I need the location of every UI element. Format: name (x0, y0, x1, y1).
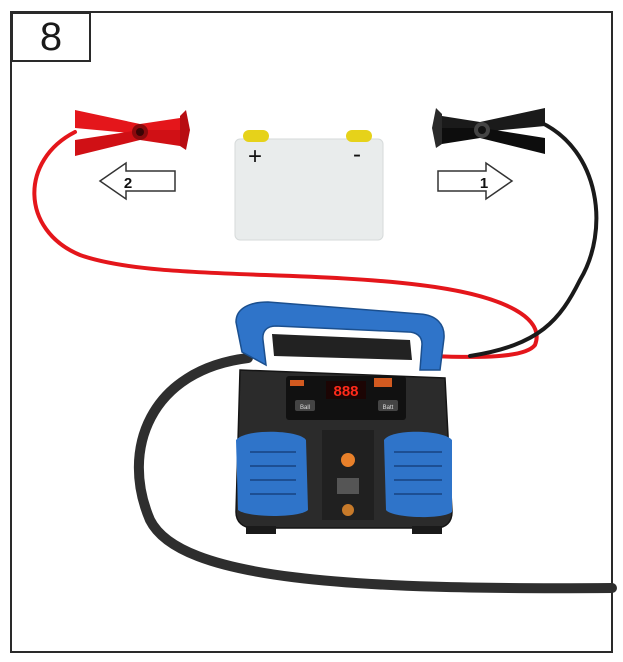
charger-left-panel (236, 431, 308, 516)
diagram-border (10, 11, 613, 653)
charger-handle (235, 301, 445, 371)
charger-button-left (295, 400, 315, 411)
battery: + - (234, 130, 384, 241)
black-cable (468, 120, 599, 358)
battery-minus-label: - (353, 141, 361, 168)
charger-display-value: 888 (333, 383, 358, 400)
positive-terminal (243, 130, 269, 142)
battery-plus-label: + (248, 143, 262, 170)
charger-button-right (378, 400, 398, 411)
charger-button-left-label: Ball (300, 405, 310, 411)
mains-cable (133, 353, 617, 594)
battery-charger: 888 Ball Batt (235, 301, 453, 534)
charger-right-panel (384, 431, 452, 518)
charger-button-right-label: Batt (383, 405, 394, 411)
arrow-left-label: 2 (124, 175, 132, 192)
red-cable (32, 130, 539, 359)
charger-display (326, 381, 366, 399)
arrow-left-2: 2 (98, 161, 176, 201)
negative-terminal (346, 130, 372, 142)
arrow-right-1: 1 (437, 161, 514, 201)
step-number: 8 (39, 15, 63, 59)
arrow-right-label: 1 (480, 175, 488, 192)
step-number-box: 8 (11, 12, 91, 62)
black-clamp (432, 108, 545, 154)
charger-status-led (341, 453, 355, 467)
red-clamp (75, 110, 190, 156)
